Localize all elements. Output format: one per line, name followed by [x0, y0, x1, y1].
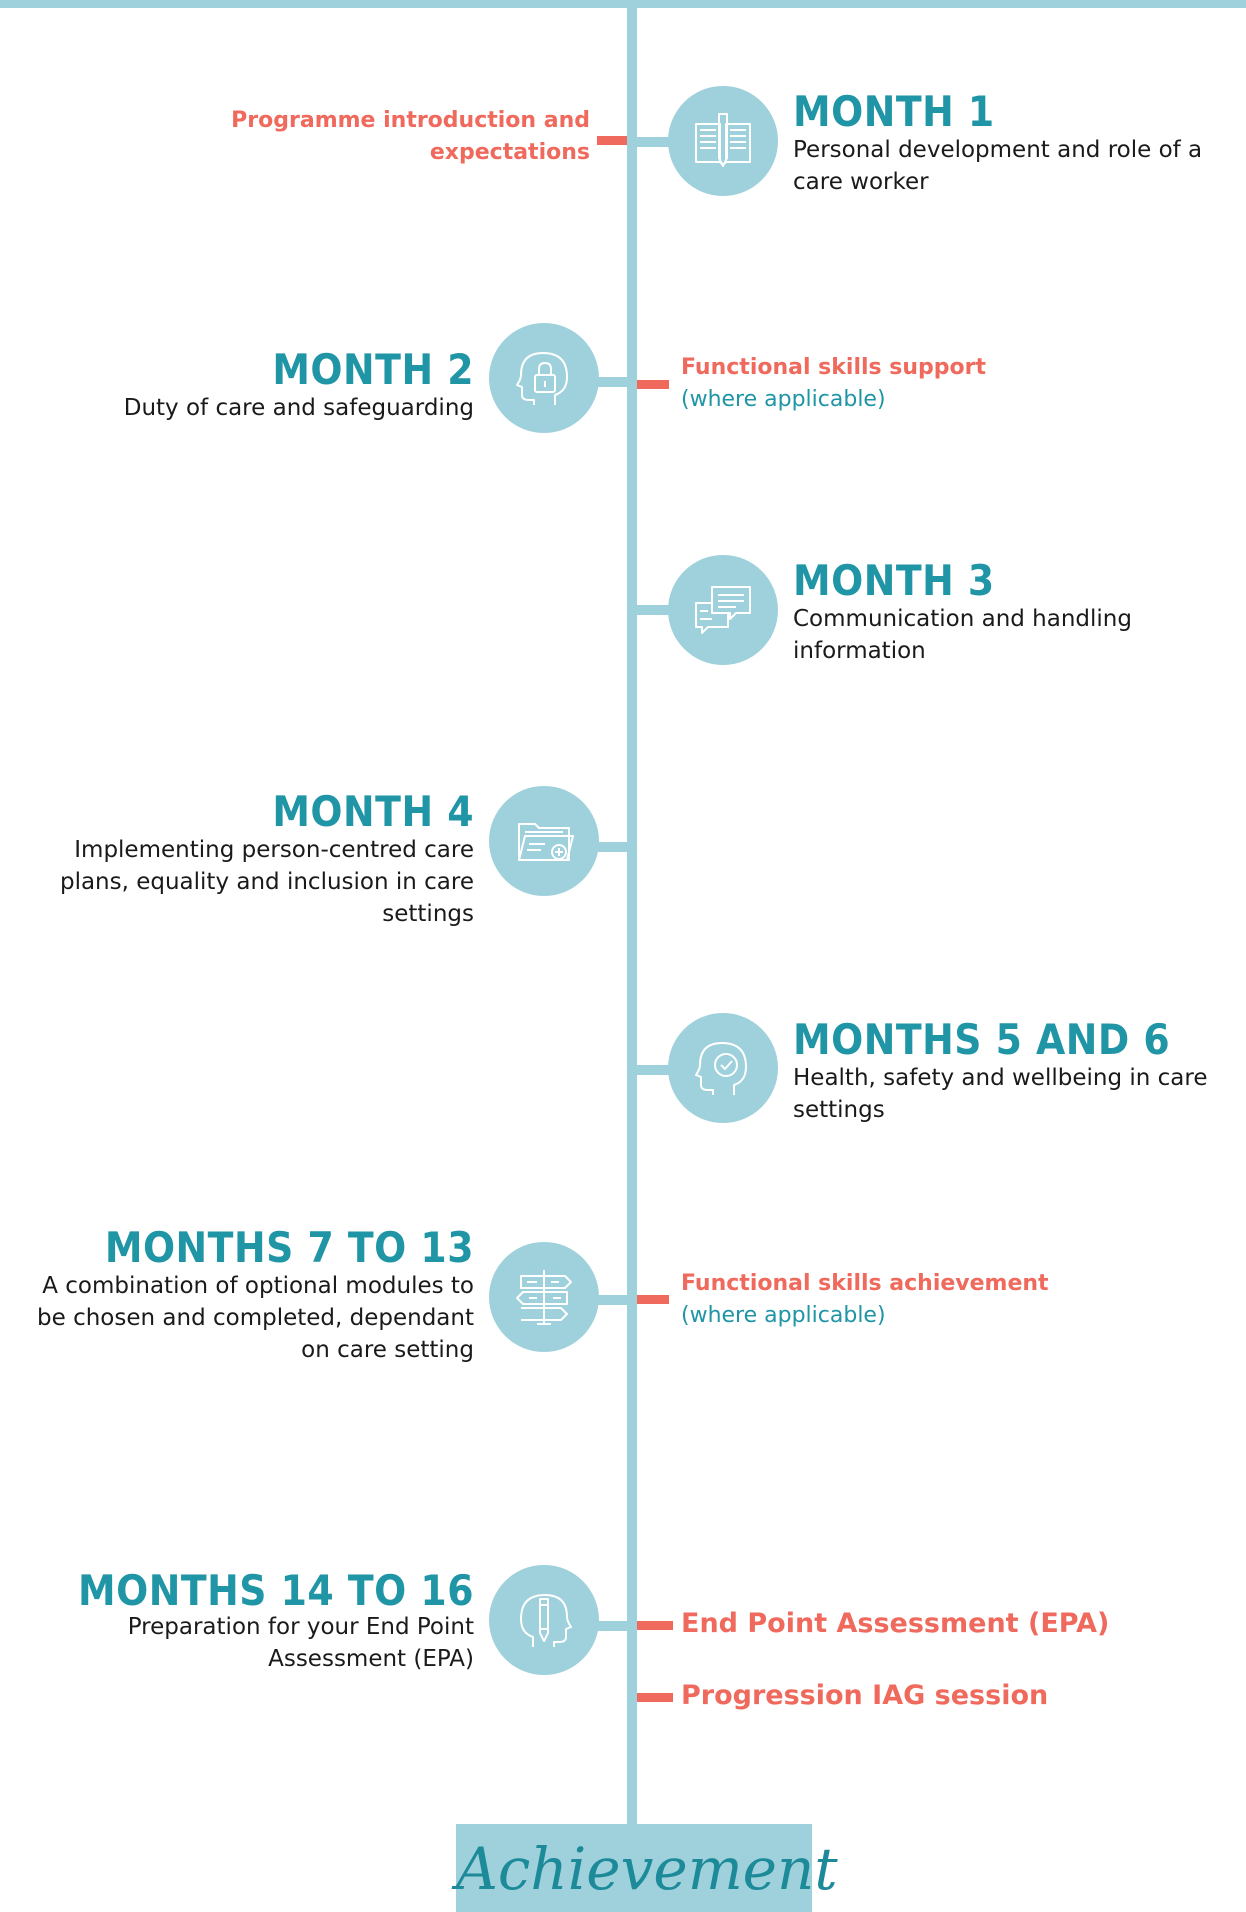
side-note-functional-skills-support: Functional skills support (where applica…	[681, 352, 1121, 416]
milestone-circle-months-5-and-6	[668, 1013, 778, 1123]
achievement-box: Achievement	[456, 1824, 838, 1912]
milestone-title-month-2: MONTH 2	[272, 345, 474, 394]
milestone-title-months-14-to-16: MONTHS 14 TO 16	[78, 1566, 474, 1615]
side-note-tick	[637, 1295, 669, 1304]
milestone-title-month-1: MONTH 1	[793, 87, 995, 136]
side-note-tick	[637, 1621, 673, 1630]
side-note-text: Programme introduction and expectations	[231, 108, 590, 165]
top-bar	[0, 0, 1246, 8]
side-note-subtext: (where applicable)	[681, 387, 886, 412]
timeline-spine	[627, 0, 637, 1830]
milestone-title-months-5-and-6: MONTHS 5 AND 6	[793, 1015, 1171, 1064]
speech-bubbles-icon	[695, 586, 751, 634]
achievement-label: Achievement	[456, 1835, 838, 1903]
connector-month-3	[637, 605, 673, 615]
head-checkmark-icon	[695, 1042, 747, 1095]
milestone-description-month-4: Implementing person-centred care plans, …	[59, 837, 474, 927]
connector-months-7-to-13	[594, 1295, 627, 1305]
head-padlock-icon	[516, 352, 568, 405]
milestone-description-months-7-to-13: A combination of optional modules to be …	[37, 1273, 474, 1363]
milestone-circle-month-3	[668, 555, 778, 665]
head-pencil-icon	[520, 1594, 572, 1647]
connector-month-1	[637, 137, 673, 147]
milestone-description-month-2: Duty of care and safeguarding	[123, 395, 474, 421]
side-note-text: Functional skills support	[681, 355, 987, 380]
connector-month-2	[594, 377, 627, 387]
milestone-description-month-3: Communication and handling information	[793, 606, 1132, 664]
side-note-text: Functional skills achievement	[681, 1271, 1049, 1296]
signpost-icon	[516, 1270, 572, 1325]
milestone-circle-month-2	[489, 323, 599, 433]
side-note-end-point-assessment: End Point Assessment (EPA)	[681, 1608, 1110, 1639]
book-icon	[695, 113, 751, 167]
connector-months-5-and-6	[637, 1065, 673, 1075]
side-note-progression-iag: Progression IAG session	[681, 1680, 1049, 1711]
side-note-tick	[637, 1693, 673, 1702]
milestone-circle-month-1	[668, 86, 778, 196]
side-note-tick	[597, 136, 627, 145]
connector-month-4	[594, 842, 627, 852]
connector-months-14-to-16	[594, 1621, 627, 1631]
side-note-programme-intro: Programme introduction and expectations	[220, 105, 590, 169]
side-note-tick	[637, 380, 669, 389]
side-note-subtext: (where applicable)	[681, 1303, 886, 1328]
side-note-functional-skills-achievement: Functional skills achievement (where app…	[681, 1268, 1121, 1332]
folder-plus-icon	[518, 823, 574, 861]
milestone-circle-months-14-to-16	[489, 1565, 599, 1675]
milestone-circle-months-7-to-13	[489, 1242, 599, 1352]
milestone-description-months-14-to-16: Preparation for your End Point Assessmen…	[127, 1614, 474, 1672]
milestone-circle-month-4	[489, 786, 599, 896]
milestone-title-month-3: MONTH 3	[793, 556, 995, 605]
milestone-description-month-1: Personal development and role of a care …	[793, 137, 1203, 195]
milestone-title-month-4: MONTH 4	[272, 787, 474, 836]
milestone-title-months-7-to-13: MONTHS 7 TO 13	[104, 1223, 474, 1272]
milestone-description-months-5-and-6: Health, safety and wellbeing in care set…	[793, 1065, 1208, 1123]
